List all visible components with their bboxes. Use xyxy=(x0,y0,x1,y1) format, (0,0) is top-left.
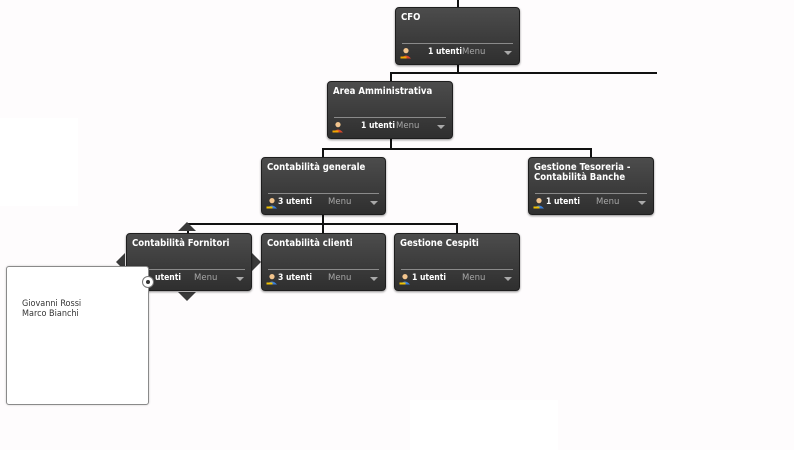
node-divider xyxy=(268,193,379,194)
node-user-count[interactable]: 1 utenti xyxy=(428,47,462,57)
move-left-arrow-icon[interactable] xyxy=(116,253,125,271)
node-user-count[interactable]: 1 utenti xyxy=(412,273,446,283)
connector-line xyxy=(590,148,592,158)
node-title: Contabilità clienti xyxy=(267,238,353,249)
connector-line xyxy=(322,223,324,233)
move-up-arrow-icon[interactable] xyxy=(178,222,196,231)
chevron-down-icon[interactable] xyxy=(638,201,646,205)
user-icon xyxy=(533,198,544,209)
node-footer: 1 utenti Menu xyxy=(533,196,649,210)
org-node-area-amministrativa[interactable]: Area Amministrativa 1 utenti Menu xyxy=(327,81,453,139)
node-divider xyxy=(334,117,446,118)
node-menu-button[interactable]: Menu xyxy=(462,273,486,283)
users-popup: Giovanni Rossi Marco Bianchi xyxy=(6,266,149,405)
node-title: Gestione Tesoreria - Contabilità Banche xyxy=(534,162,631,183)
connector-line xyxy=(390,72,657,74)
node-user-count[interactable]: utenti xyxy=(155,273,182,283)
node-user-count[interactable]: 1 utenti xyxy=(361,121,395,131)
connector-line xyxy=(457,0,459,7)
user-name[interactable]: Giovanni Rossi xyxy=(22,299,82,309)
org-node-gestione-tesoreria[interactable]: Gestione Tesoreria - Contabilità Banche … xyxy=(528,157,654,215)
node-divider xyxy=(401,269,513,270)
node-user-count[interactable]: 3 utenti xyxy=(278,273,312,283)
node-menu-button[interactable]: Menu xyxy=(462,47,486,57)
background-panel-bottom xyxy=(410,400,558,450)
node-title: CFO xyxy=(401,12,421,23)
connector-line xyxy=(322,148,592,150)
node-menu-button[interactable]: Menu xyxy=(328,197,352,207)
move-down-arrow-icon[interactable] xyxy=(178,292,196,301)
connector-line xyxy=(390,139,392,149)
node-divider xyxy=(268,269,379,270)
connector-line xyxy=(322,148,324,158)
org-node-contabilita-generale[interactable]: Contabilità generale 3 utenti Menu xyxy=(261,157,386,215)
node-divider xyxy=(133,269,245,270)
connector-line xyxy=(390,72,392,82)
node-menu-button[interactable]: Menu xyxy=(328,273,352,283)
node-footer: 1 utenti Menu xyxy=(400,46,515,60)
user-icon xyxy=(266,274,277,285)
node-user-count[interactable]: 3 utenti xyxy=(278,197,312,207)
chevron-down-icon[interactable] xyxy=(437,125,445,129)
users-list: Giovanni Rossi Marco Bianchi xyxy=(22,299,81,319)
org-node-gestione-cespiti[interactable]: Gestione Cespiti 1 utenti Menu xyxy=(394,233,520,291)
node-divider xyxy=(402,43,513,44)
node-title: Gestione Cespiti xyxy=(400,238,479,249)
user-name[interactable]: Marco Bianchi xyxy=(22,309,79,319)
node-menu-button[interactable]: Menu xyxy=(396,121,420,131)
connector-line xyxy=(322,215,324,224)
org-node-cfo[interactable]: CFO 1 utenti Menu xyxy=(395,7,520,65)
node-title: Contabilità generale xyxy=(267,162,366,173)
chevron-down-icon[interactable] xyxy=(370,277,378,281)
user-icon xyxy=(399,274,410,285)
background-panel-left xyxy=(0,118,78,206)
node-footer: 3 utenti Menu xyxy=(266,272,381,286)
popup-close-icon[interactable] xyxy=(142,276,154,288)
node-title: Contabilità Fornitori xyxy=(132,238,230,249)
node-footer: 1 utenti Menu xyxy=(332,120,448,134)
node-menu-button[interactable]: Menu xyxy=(194,273,218,283)
chevron-down-icon[interactable] xyxy=(370,201,378,205)
chevron-down-icon[interactable] xyxy=(236,277,244,281)
chevron-down-icon[interactable] xyxy=(504,51,512,55)
chevron-down-icon[interactable] xyxy=(504,277,512,281)
connector-line xyxy=(456,223,458,233)
move-right-arrow-icon[interactable] xyxy=(252,253,261,271)
node-menu-button[interactable]: Menu xyxy=(596,197,620,207)
node-divider xyxy=(535,193,647,194)
user-icon xyxy=(266,198,277,209)
org-node-contabilita-clienti[interactable]: Contabilità clienti 3 utenti Menu xyxy=(261,233,386,291)
node-footer: 1 utenti Menu xyxy=(399,272,515,286)
user-icon xyxy=(400,48,411,59)
node-footer: 3 utenti Menu xyxy=(266,196,381,210)
user-icon xyxy=(332,122,343,133)
node-title: Area Amministrativa xyxy=(333,86,433,97)
node-user-count[interactable]: 1 utenti xyxy=(546,197,580,207)
connector-line xyxy=(457,65,459,73)
